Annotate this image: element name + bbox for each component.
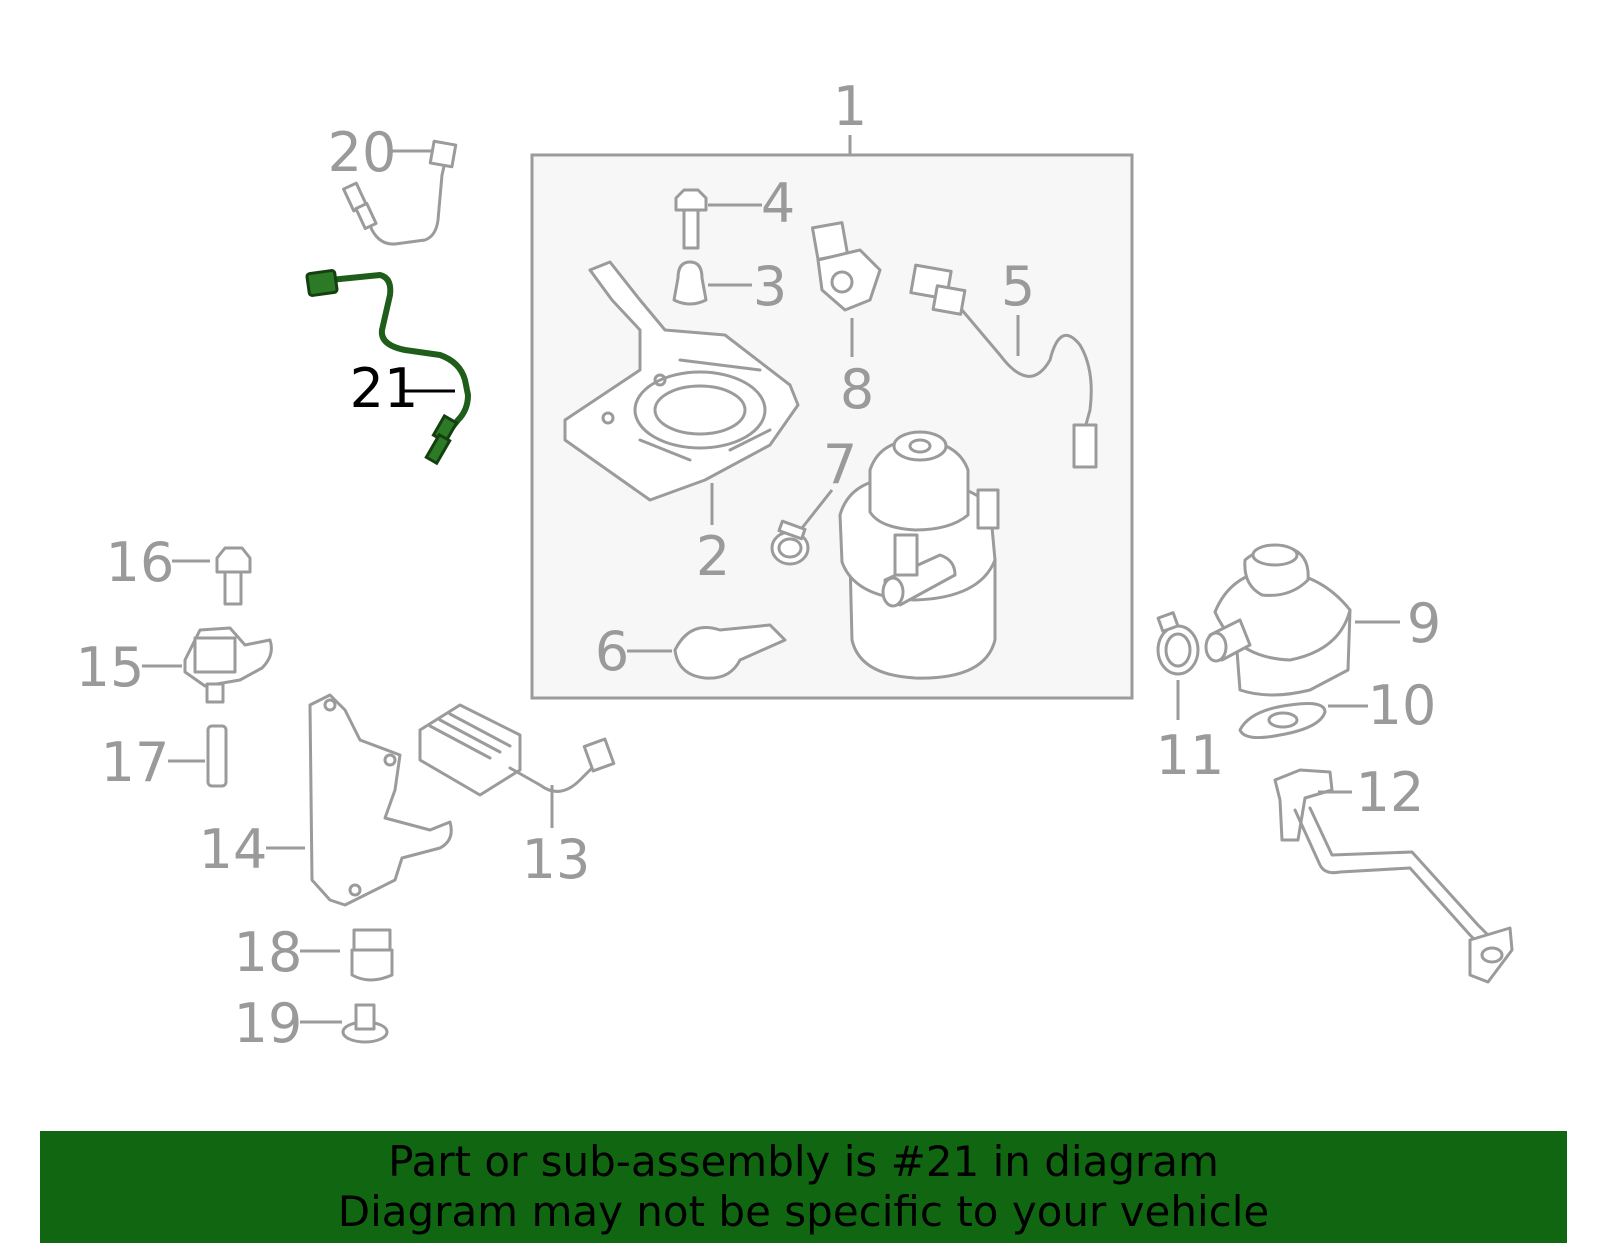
callout-14: 14: [199, 818, 268, 881]
part-15-pressure-sensor[interactable]: [183, 626, 273, 704]
part-2-mounting-bracket[interactable]: [563, 260, 800, 502]
part-12-pipe[interactable]: [1273, 768, 1514, 984]
callout-labels: 1 2 3 4 5 6 7 8 9 10 11 12 13 14 15 16 1…: [76, 75, 1442, 1055]
callout-15: 15: [76, 636, 145, 699]
part-13-control-module[interactable]: [418, 703, 616, 797]
part-19-plug[interactable]: [341, 1003, 389, 1044]
part-16-bolt[interactable]: [215, 546, 252, 606]
part-5-wiring-harness[interactable]: [909, 263, 1098, 469]
callout-17: 17: [101, 731, 170, 794]
part-3-grommet[interactable]: [672, 260, 708, 306]
callout-8: 8: [840, 358, 874, 421]
part-18-plug[interactable]: [350, 928, 394, 982]
callout-11: 11: [1156, 724, 1225, 787]
callout-4: 4: [761, 172, 795, 235]
info-banner: Part or sub-assembly is #21 in diagram D…: [40, 1131, 1567, 1243]
callout-5: 5: [1001, 255, 1035, 318]
part-14-bracket[interactable]: [308, 693, 453, 907]
part-1-air-pump[interactable]: [838, 430, 1000, 680]
callout-19: 19: [234, 992, 303, 1055]
callout-6: 6: [595, 620, 629, 683]
callout-9: 9: [1407, 592, 1441, 655]
part-6-hose[interactable]: [673, 623, 787, 680]
callout-1: 1: [833, 75, 867, 138]
callout-16: 16: [106, 531, 175, 594]
callout-3: 3: [753, 255, 787, 318]
part-10-gasket[interactable]: [1238, 702, 1327, 740]
part-4-bolt[interactable]: [674, 188, 708, 250]
callout-2: 2: [696, 525, 730, 588]
part-9-combination-valve[interactable]: [1204, 543, 1352, 697]
callout-21: 21: [350, 357, 419, 420]
banner-line-1: Part or sub-assembly is #21 in diagram: [388, 1137, 1219, 1186]
part-7-hose-clamp[interactable]: [770, 519, 810, 566]
part-11-hose-clamp[interactable]: [1156, 611, 1200, 676]
part-8-pressure-sensor[interactable]: [810, 221, 882, 312]
callout-7: 7: [823, 433, 857, 496]
callout-10: 10: [1368, 674, 1437, 737]
leader-lines: [142, 149, 1400, 1024]
part-20-oxygen-sensor[interactable]: [342, 139, 458, 246]
part-17-sensor[interactable]: [206, 724, 228, 788]
callout-12: 12: [1356, 761, 1425, 824]
part-21-oxygen-sensor-highlighted[interactable]: [305, 269, 471, 466]
callout-20: 20: [328, 121, 397, 184]
callout-13: 13: [522, 828, 591, 891]
banner-line-2: Diagram may not be specific to your vehi…: [337, 1187, 1270, 1236]
callout-18: 18: [234, 921, 303, 984]
